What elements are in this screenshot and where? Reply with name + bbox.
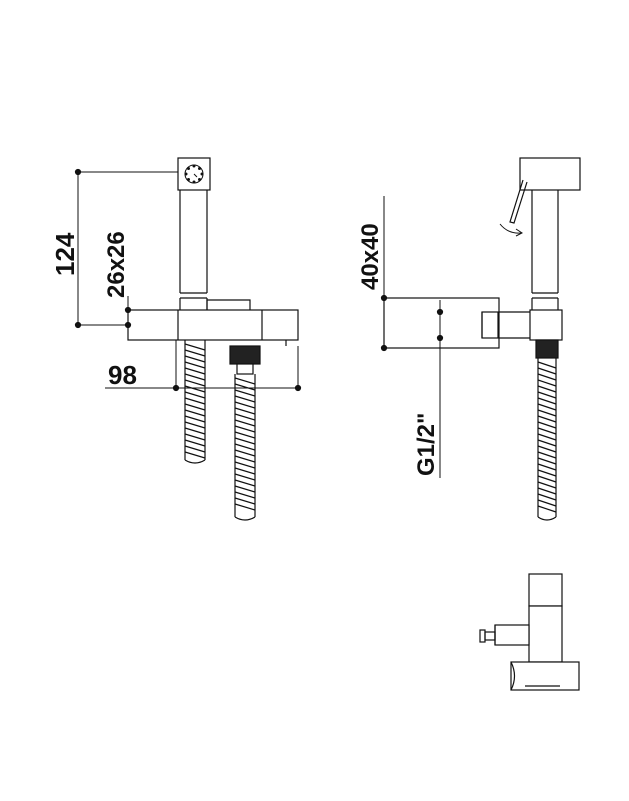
dim-label-40x40: 40x40 <box>357 223 384 290</box>
side-view <box>380 157 581 521</box>
dim-124 <box>74 168 178 329</box>
hose-side <box>537 358 557 521</box>
spray-head-front <box>177 157 211 191</box>
top-view <box>479 573 580 691</box>
dim-label-98: 98 <box>108 360 137 390</box>
bracket-body-side <box>383 297 563 359</box>
hose-short-front <box>184 340 206 464</box>
hose-nut-front <box>229 345 261 375</box>
dim-label-26x26: 26x26 <box>103 231 130 298</box>
bracket-body-front <box>127 299 299 346</box>
dim-label-124: 124 <box>50 232 80 276</box>
dim-40x40 <box>380 196 388 352</box>
hose-long-front <box>234 374 256 521</box>
dim-label-thread: G1/2" <box>413 413 440 476</box>
dim-thread <box>436 300 444 478</box>
spray-head-side <box>509 157 581 310</box>
handle-shaft-front <box>179 190 208 310</box>
curved-rotation-arrow-icon <box>499 223 523 237</box>
dim-26x26 <box>124 296 132 340</box>
dim-98 <box>105 340 302 392</box>
front-view <box>74 157 302 521</box>
